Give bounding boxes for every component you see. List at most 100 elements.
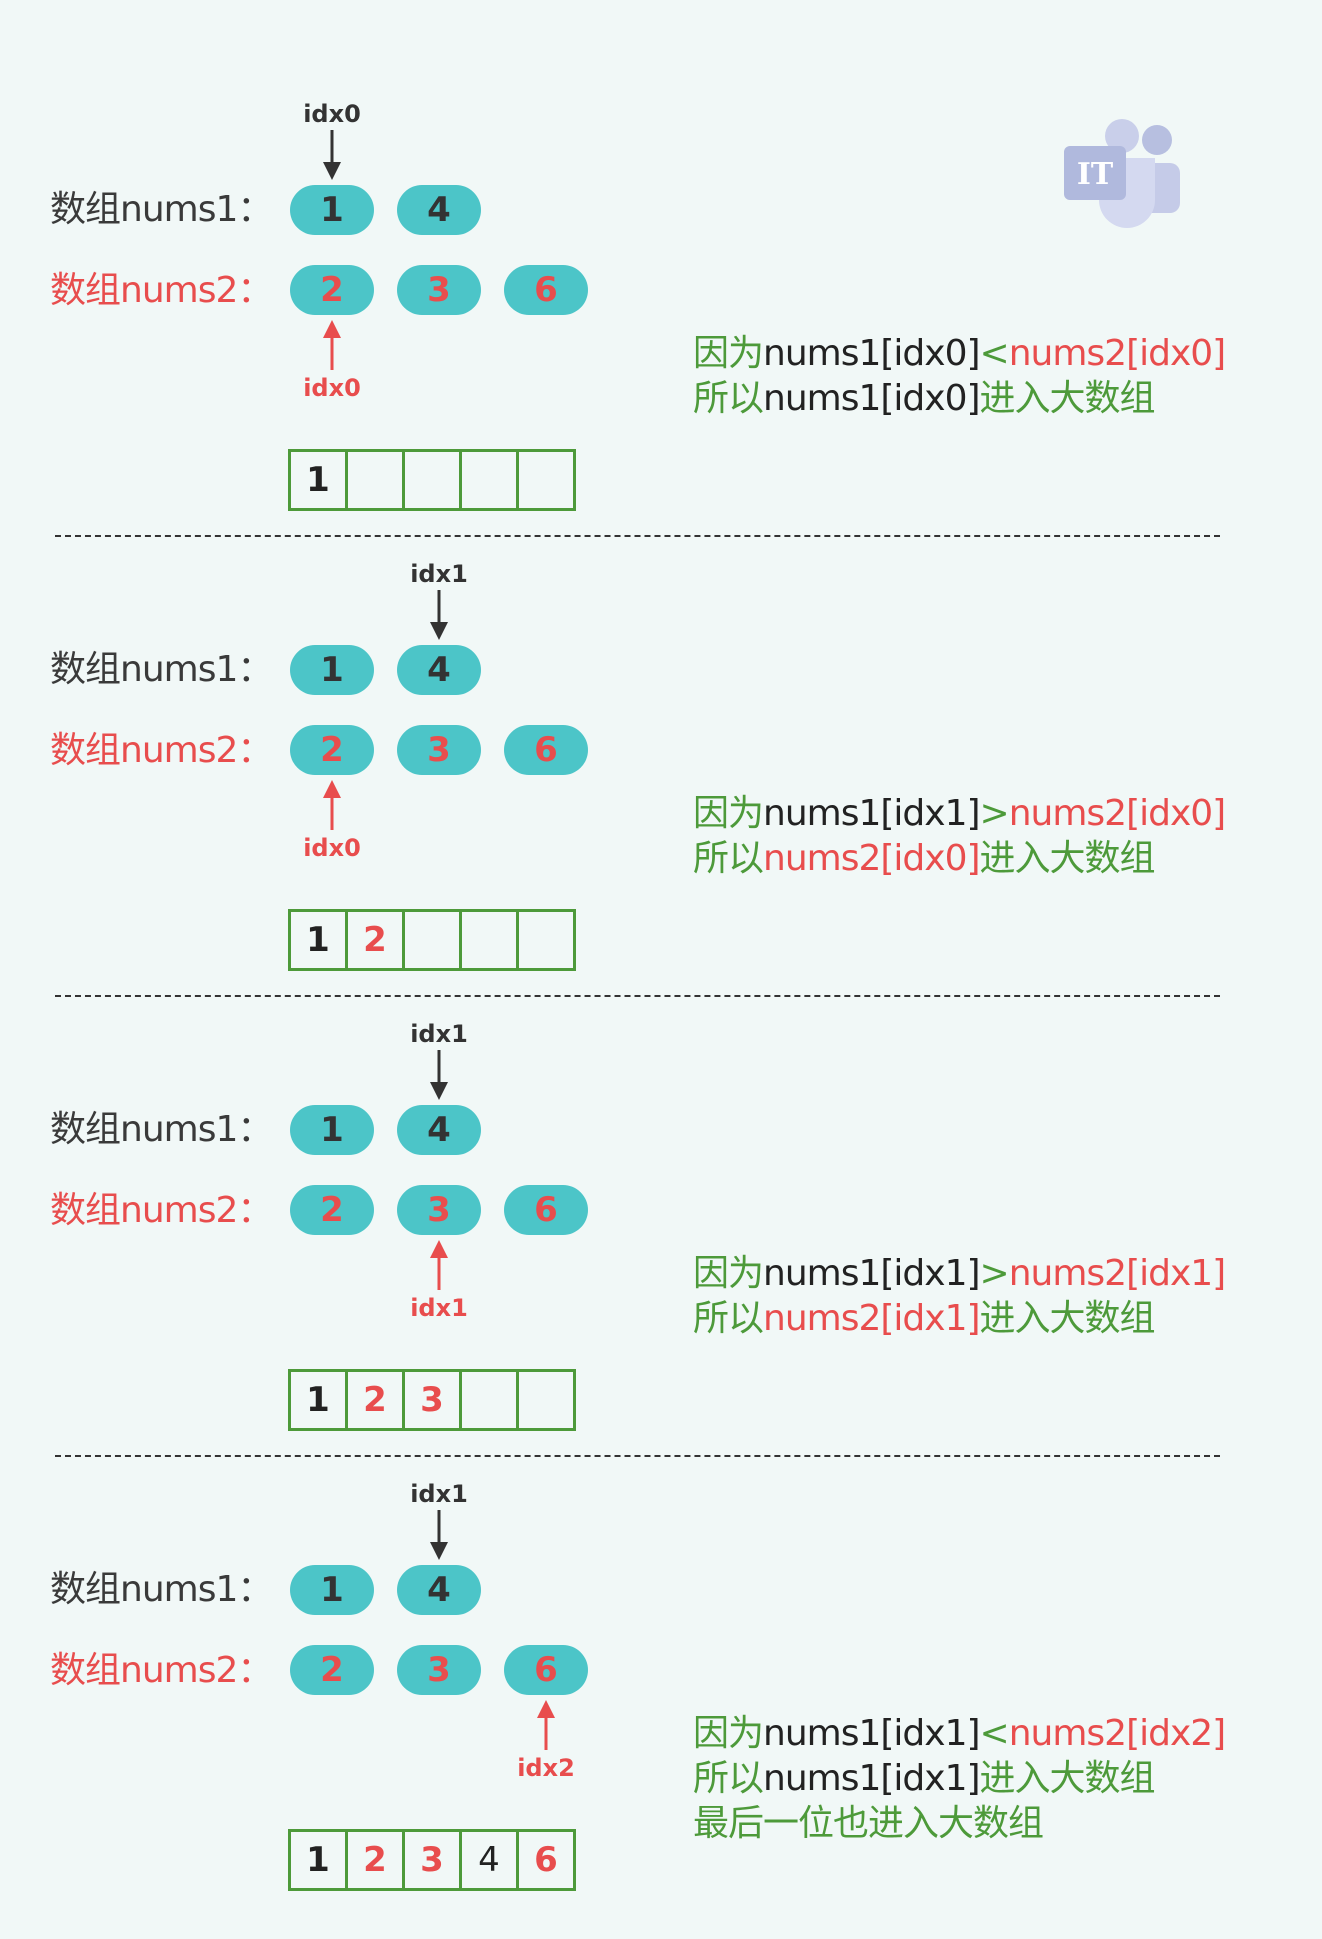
nums1-element: 4 bbox=[397, 645, 481, 695]
explanation-segment: nums2[idx0] bbox=[763, 838, 981, 879]
nums1-pointer-label: idx1 bbox=[410, 560, 468, 588]
explanation-segment: > bbox=[979, 1253, 1010, 1294]
nums2-pointer-label: idx2 bbox=[517, 1754, 575, 1782]
explanation-segment: nums1[idx1] bbox=[763, 1758, 981, 1799]
nums2-element: 2 bbox=[290, 1645, 374, 1695]
merged-array-cell bbox=[516, 909, 576, 971]
explanation-segment: nums2[idx2] bbox=[1008, 1713, 1227, 1754]
arrow-down-icon bbox=[430, 1510, 448, 1560]
merged-array-cell: 4 bbox=[459, 1829, 519, 1891]
nums1-element: 1 bbox=[290, 1565, 374, 1615]
nums2-element: 6 bbox=[504, 1645, 588, 1695]
explanation-segment: 所以 bbox=[693, 1758, 764, 1799]
section-divider bbox=[55, 535, 1220, 537]
nums1-label: 数组nums1： bbox=[50, 1109, 273, 1150]
explanation-line: 因为nums1[idx1]>nums2[idx1] bbox=[693, 1251, 1227, 1296]
nums2-element: 3 bbox=[397, 265, 481, 315]
arrow-up-icon bbox=[430, 1240, 448, 1290]
section-divider bbox=[55, 1455, 1220, 1457]
arrow-down-icon bbox=[430, 590, 448, 640]
explanation-segment: nums1[idx1] bbox=[763, 793, 981, 834]
explanation-line: 所以nums1[idx0]进入大数组 bbox=[693, 376, 1156, 421]
explanation-segment: 因为 bbox=[693, 793, 764, 834]
explanation-segment: 因为 bbox=[693, 333, 764, 374]
nums1-element: 1 bbox=[290, 1105, 374, 1155]
explanation-segment: 最后一位也进入大数组 bbox=[693, 1803, 1044, 1844]
nums1-label: 数组nums1： bbox=[50, 649, 273, 690]
explanation-line: 因为nums1[idx1]<nums2[idx2] bbox=[693, 1711, 1227, 1756]
explanation-segment: < bbox=[979, 333, 1010, 374]
section-divider bbox=[55, 995, 1220, 997]
explanation-line: 所以nums2[idx1]进入大数组 bbox=[693, 1296, 1156, 1341]
explanation-segment: nums1[idx0] bbox=[763, 333, 981, 374]
nums2-label: 数组nums2： bbox=[50, 1190, 273, 1231]
nums2-element: 2 bbox=[290, 1185, 374, 1235]
nums2-element: 6 bbox=[504, 725, 588, 775]
explanation-segment: 进入大数组 bbox=[979, 838, 1156, 879]
explanation-line: 所以nums1[idx1]进入大数组 bbox=[693, 1756, 1156, 1801]
explanation-segment: 因为 bbox=[693, 1253, 764, 1294]
nums2-element: 2 bbox=[290, 725, 374, 775]
nums2-pointer-label: idx1 bbox=[410, 1294, 468, 1322]
nums1-element: 4 bbox=[397, 1565, 481, 1615]
nums2-label: 数组nums2： bbox=[50, 1650, 273, 1691]
explanation-segment: 进入大数组 bbox=[979, 378, 1156, 419]
nums1-element: 1 bbox=[290, 645, 374, 695]
merged-array-cell: 3 bbox=[402, 1829, 462, 1891]
explanation-line: 因为nums1[idx1]>nums2[idx0] bbox=[693, 791, 1227, 836]
merged-array-cell: 2 bbox=[345, 1829, 405, 1891]
nums1-label: 数组nums1： bbox=[50, 189, 273, 230]
arrow-down-icon bbox=[430, 1050, 448, 1100]
merged-array: 1 bbox=[288, 449, 576, 511]
nums2-pointer-label: idx0 bbox=[303, 374, 361, 402]
explanation-segment: nums2[idx1] bbox=[763, 1298, 981, 1339]
explanation-segment: 所以 bbox=[693, 378, 764, 419]
explanation-segment: 进入大数组 bbox=[979, 1758, 1156, 1799]
merged-array-cell: 6 bbox=[516, 1829, 576, 1891]
logo-text: IT bbox=[1077, 157, 1114, 192]
explanation-segment: nums1[idx0] bbox=[763, 378, 981, 419]
explanation-line: 最后一位也进入大数组 bbox=[693, 1801, 1044, 1846]
explanation-segment: nums2[idx0] bbox=[1008, 793, 1227, 834]
nums2-element: 3 bbox=[397, 1645, 481, 1695]
nums2-element: 3 bbox=[397, 725, 481, 775]
explanation-line: 所以nums2[idx0]进入大数组 bbox=[693, 836, 1156, 881]
explanation-segment: < bbox=[979, 1713, 1010, 1754]
explanation-segment: 所以 bbox=[693, 838, 764, 879]
explanation-segment: 所以 bbox=[693, 1298, 764, 1339]
arrow-up-icon bbox=[323, 320, 341, 370]
explanation-segment: 因为 bbox=[693, 1713, 764, 1754]
it-logo: IT bbox=[1064, 119, 1180, 228]
explanation-segment: nums1[idx1] bbox=[763, 1253, 981, 1294]
explanation-segment: > bbox=[979, 793, 1010, 834]
nums2-element: 3 bbox=[397, 1185, 481, 1235]
explanation-segment: nums1[idx1] bbox=[763, 1713, 981, 1754]
explanation-segment: nums2[idx0] bbox=[1008, 333, 1227, 374]
nums1-pointer-label: idx1 bbox=[410, 1020, 468, 1048]
nums2-pointer-label: idx0 bbox=[303, 834, 361, 862]
merged-array-cell bbox=[516, 1369, 576, 1431]
nums1-element: 4 bbox=[397, 185, 481, 235]
arrow-up-icon bbox=[537, 1700, 555, 1750]
nums2-label: 数组nums2： bbox=[50, 270, 273, 311]
nums1-pointer-label: idx1 bbox=[410, 1480, 468, 1508]
nums1-element: 4 bbox=[397, 1105, 481, 1155]
nums1-pointer-label: idx0 bbox=[303, 100, 361, 128]
nums1-element: 1 bbox=[290, 185, 374, 235]
arrow-down-icon bbox=[323, 130, 341, 180]
merged-array-cell bbox=[516, 449, 576, 511]
merged-array-cell: 1 bbox=[288, 1829, 348, 1891]
nums2-element: 6 bbox=[504, 265, 588, 315]
nums1-label: 数组nums1： bbox=[50, 1569, 273, 1610]
arrow-up-icon bbox=[323, 780, 341, 830]
nums2-element: 2 bbox=[290, 265, 374, 315]
explanation-segment: nums2[idx1] bbox=[1008, 1253, 1227, 1294]
explanation-segment: 进入大数组 bbox=[979, 1298, 1156, 1339]
nums2-label: 数组nums2： bbox=[50, 730, 273, 771]
